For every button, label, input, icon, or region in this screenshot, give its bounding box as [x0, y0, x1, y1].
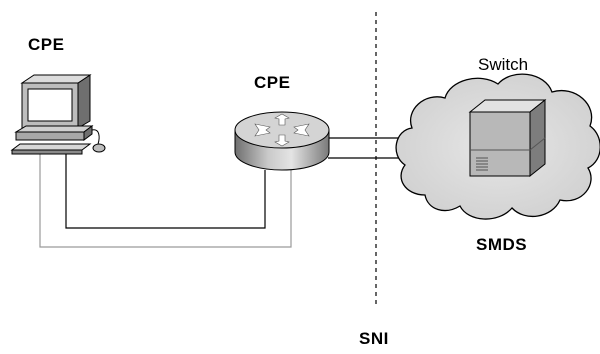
cpe-router-label: CPE [254, 73, 291, 92]
router-icon [234, 111, 330, 171]
sni-label: SNI [359, 329, 389, 348]
computer-icon [10, 74, 106, 155]
pc-router-link-light [39, 153, 292, 248]
pc-router-link-dark [65, 153, 266, 229]
switch-icon [468, 98, 547, 178]
switch-label: Switch [478, 55, 529, 74]
cpe-pc-label: CPE [28, 35, 65, 54]
smds-label: SMDS [476, 235, 528, 254]
